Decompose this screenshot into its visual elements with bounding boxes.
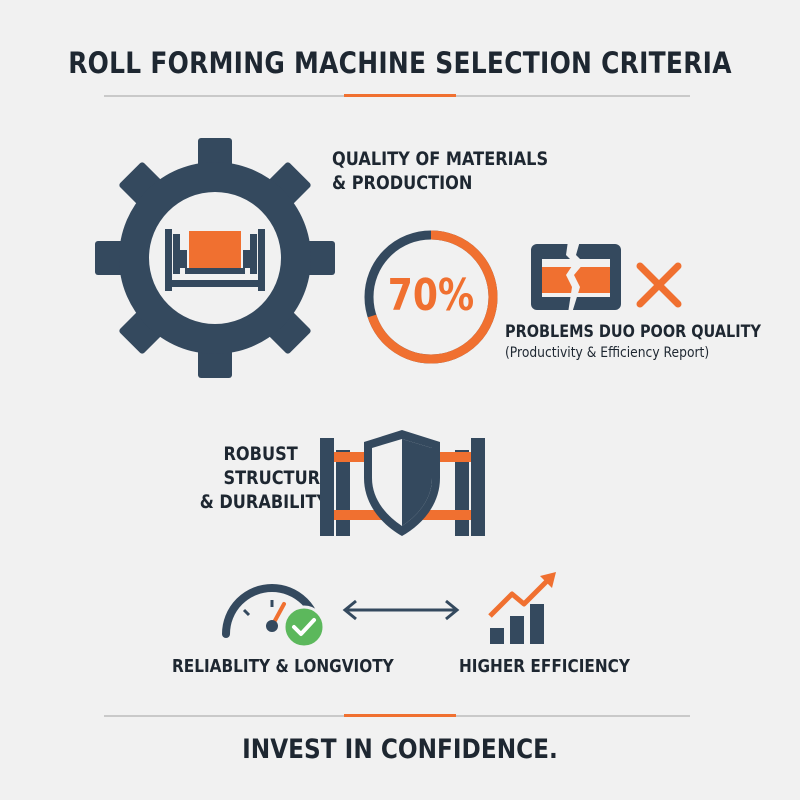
footer-slogan: INVEST IN CONFIDENCE. bbox=[242, 734, 558, 765]
quality-heading: QUALITY OF MATERIALS & PRODUCTION bbox=[332, 148, 548, 196]
donut-percent-label: 70% bbox=[387, 270, 475, 321]
structure-line-1: ROBUST bbox=[223, 443, 298, 465]
broken-part-icon bbox=[531, 241, 621, 313]
report-source: (Productivity & Efficiency Report) bbox=[505, 345, 710, 361]
efficiency-label: HIGHER EFFICIENCY bbox=[459, 656, 630, 677]
quality-line-2: & PRODUCTION bbox=[332, 171, 473, 194]
donut-chart bbox=[364, 230, 498, 364]
x-mark-icon bbox=[636, 262, 682, 308]
problems-caption: PROBLEMS DUO POOR QUALITY bbox=[505, 322, 761, 342]
shield-frame-icon bbox=[320, 430, 485, 536]
footer-divider-accent bbox=[344, 714, 456, 717]
structure-heading: ROBUST STRUCTURE & DURABILITY bbox=[173, 443, 332, 514]
title-divider-accent bbox=[344, 94, 456, 97]
donut-fill-arc bbox=[364, 230, 498, 364]
quality-line-1: QUALITY OF MATERIALS bbox=[332, 148, 549, 170]
structure-line-3: & DURABILITY bbox=[199, 490, 329, 513]
gear-machine-icon bbox=[95, 138, 335, 378]
page-title: ROLL FORMING MACHINE SELECTION CRITERIA bbox=[68, 46, 732, 80]
growth-chart-icon bbox=[488, 572, 556, 644]
double-arrow-icon bbox=[342, 599, 460, 621]
reliability-label: RELIABLITY & LONGVIOTY bbox=[172, 656, 394, 677]
structure-line-2: STRUCTURE bbox=[223, 466, 332, 489]
check-badge-icon bbox=[282, 605, 326, 649]
